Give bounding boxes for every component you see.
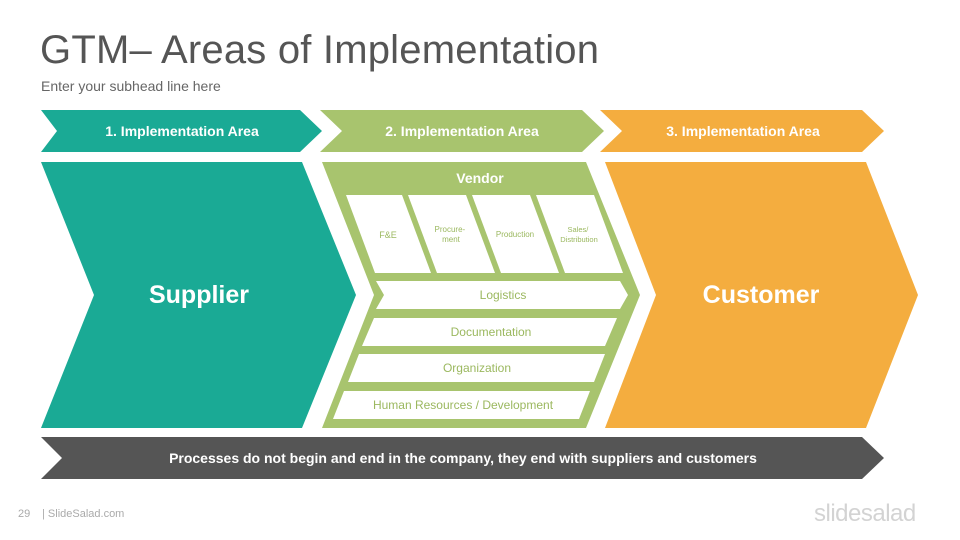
vendor-column-label-line: Sales/ — [568, 225, 590, 234]
page-title: GTM– Areas of Implementation — [40, 28, 600, 72]
vendor-row-documentation: Documentation — [362, 318, 617, 346]
vendor-column-label-line: Distribution — [560, 235, 598, 244]
vendor-column-production: Production — [472, 195, 559, 273]
vendor-column-label: Procure- ment — [435, 225, 468, 244]
page-number: 29 — [18, 508, 31, 520]
vendor-row-human-resources: Human Resources / Development — [333, 391, 590, 419]
vendor-column-procurement: Procure- ment — [408, 195, 495, 273]
area-header-2: 2. Implementation Area — [320, 110, 604, 152]
area-header-label-3: 3. Implementation Area — [666, 123, 820, 139]
bottom-banner: Processes do not begin and end in the co… — [41, 437, 884, 479]
footer-site: | SlideSalad.com — [42, 508, 125, 520]
customer-label: Customer — [703, 281, 820, 309]
vendor-column-label: Sales/ Distribution — [560, 225, 598, 244]
vendor-label: Vendor — [456, 170, 504, 186]
vendor-row-label: Organization — [443, 361, 511, 375]
area-header-1: 1. Implementation Area — [41, 110, 322, 152]
supplier-chevron: Supplier — [41, 162, 356, 428]
supplier-label: Supplier — [149, 281, 249, 309]
page-subhead: Enter your subhead line here — [41, 78, 221, 94]
vendor-row-label: Documentation — [451, 325, 532, 339]
vendor-column-label-line: ment — [442, 235, 461, 244]
vendor-row-label: Logistics — [480, 288, 527, 302]
vendor-column-fe: F&E — [346, 195, 431, 273]
vendor-chevron: Vendor F&E Procure- ment Production Sale… — [322, 162, 640, 428]
vendor-column-label: F&E — [379, 230, 397, 240]
slidesalad-logo: slidesalad — [814, 500, 916, 527]
vendor-row-organization: Organization — [348, 354, 605, 382]
area-header-3: 3. Implementation Area — [600, 110, 884, 152]
vendor-column-label: Production — [496, 230, 534, 239]
vendor-row-logistics: Logistics — [376, 281, 628, 309]
vendor-column-label-line: Procure- — [435, 225, 466, 234]
banner-text: Processes do not begin and end in the co… — [169, 450, 757, 466]
area-header-label-1: 1. Implementation Area — [105, 123, 259, 139]
area-header-label-2: 2. Implementation Area — [385, 123, 539, 139]
vendor-row-label: Human Resources / Development — [373, 398, 554, 412]
vendor-column-sales-distribution: Sales/ Distribution — [536, 195, 623, 273]
customer-chevron: Customer — [605, 162, 918, 428]
